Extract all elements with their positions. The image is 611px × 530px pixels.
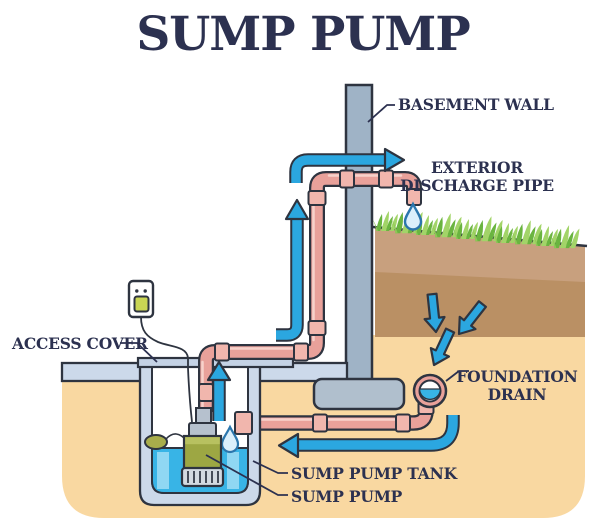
label-exterior-discharge-pipe-line2: DISCHARGE PIPE [400,176,554,195]
water-droplet-icon [403,201,423,231]
flow-arrows [206,147,406,421]
foundation-drain [412,373,448,409]
drain-water [418,388,442,400]
sump-pump-tank [138,361,262,507]
plug-icon [133,295,150,313]
leader-lines [120,104,469,496]
flow-arrow-riser [276,198,310,342]
pump-strainer [180,466,225,488]
flow-arrowhead-left [277,432,300,459]
leader-foundation-drain [445,370,469,382]
label-exterior-discharge-pipe-line1: EXTERIOR [431,158,523,177]
leader-basement-wall [367,104,395,123]
flow-arrow-drain-to-pit [277,415,460,459]
flow-arrow-up-in-pit [206,360,232,421]
power-outlet [127,279,193,423]
label-sump-pump-tank: SUMP PUMP TANK [291,464,458,483]
label-sump-pump: SUMP PUMP [291,487,403,506]
outlet-hole [135,289,139,293]
label-foundation-drain-line2: DRAIN [488,385,547,404]
basement-wall [344,83,374,387]
pump-body-highlight [185,437,220,445]
leader-access-cover [120,342,158,363]
power-cord [140,312,193,423]
label-access-cover: ACCESS COVER [11,334,148,353]
flow-arrow-through-wall [289,147,406,183]
leader-sump-pump [205,454,288,496]
water-stripe [157,452,169,489]
pump-float-switch [144,434,168,450]
sump-pump-unit [180,407,225,488]
label-foundation-drain-line1: FOUNDATION [456,367,577,386]
discharge-pipe [198,171,422,412]
water-droplet-icon [220,424,240,454]
outlet-hole [143,289,147,293]
label-basement-wall: BASEMENT WALL [398,95,554,114]
leader-sump-pump-tank [252,460,288,474]
wall-footing [312,377,406,411]
page-title: SUMP PUMP [136,7,470,62]
